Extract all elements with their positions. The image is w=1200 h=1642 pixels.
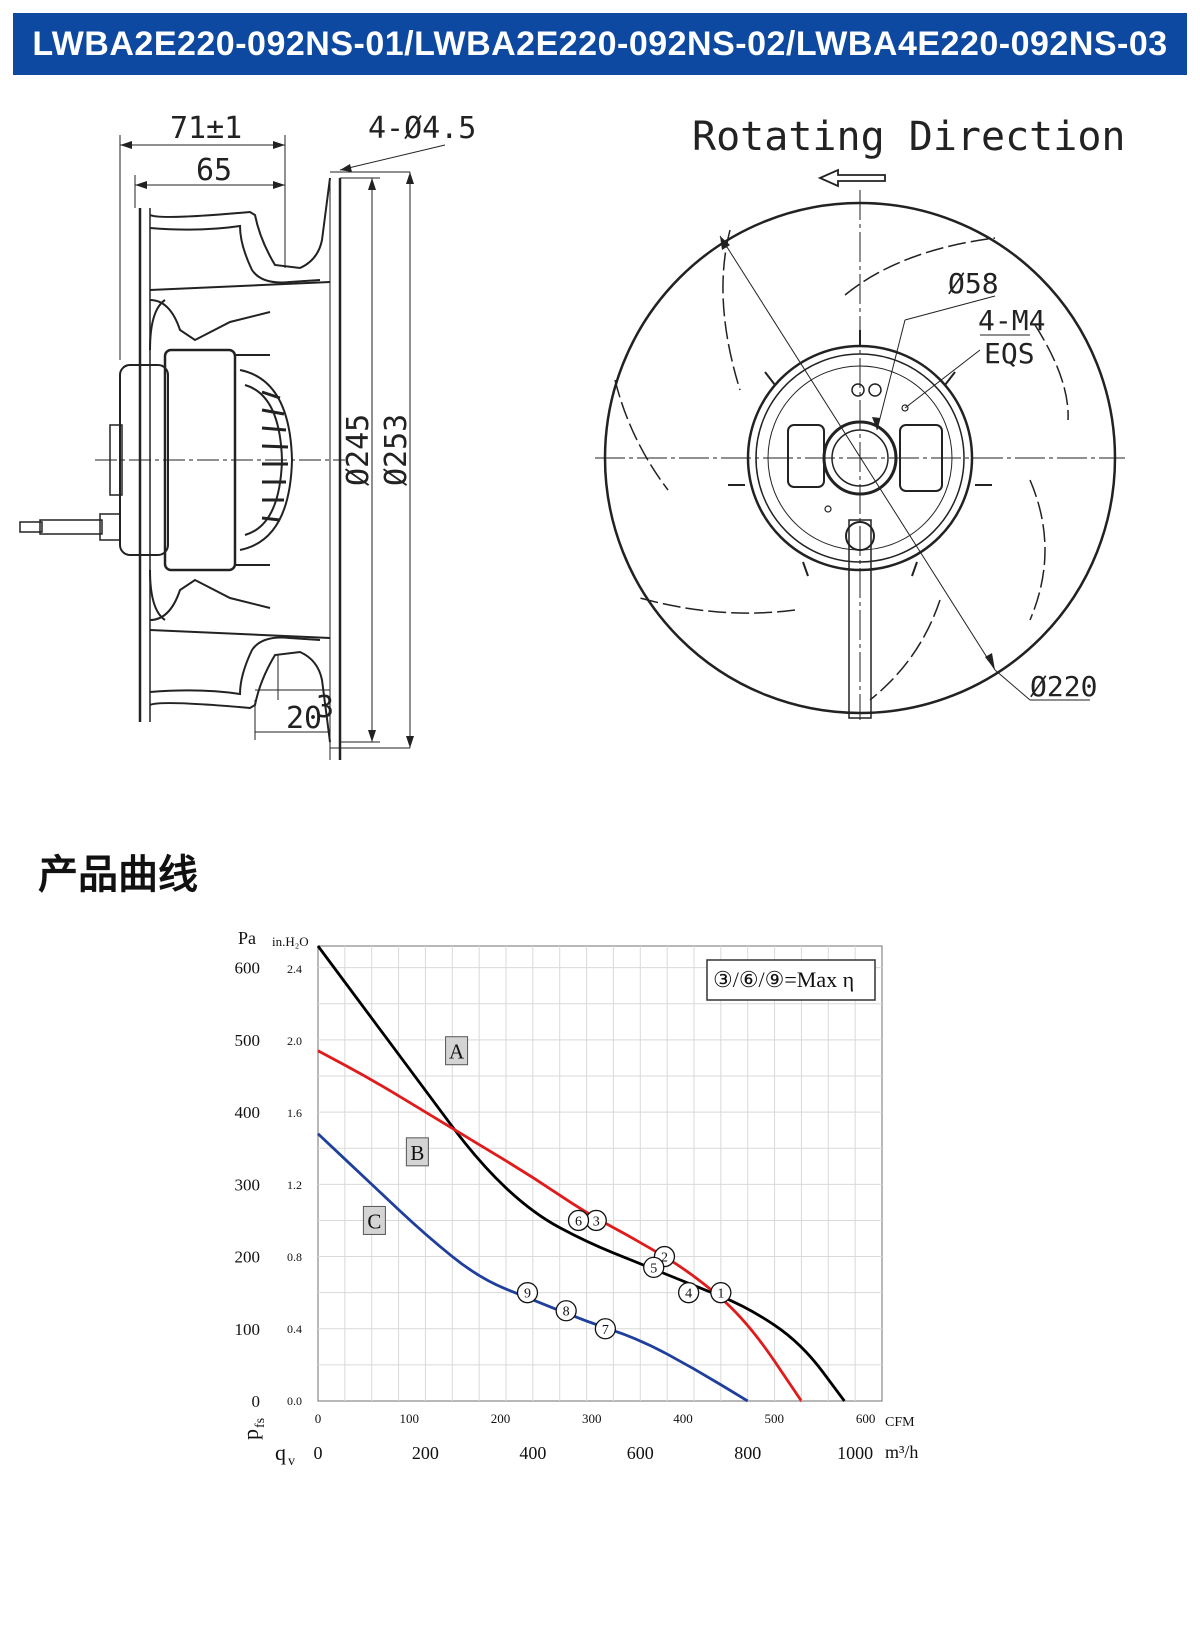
dim-20: 20	[286, 701, 322, 736]
dim-d220: Ø220	[1030, 670, 1097, 703]
pa-tick-label: 600	[235, 959, 261, 978]
operating-point-8	[555, 1300, 577, 1322]
x-top-unit: CFM	[885, 1415, 915, 1430]
cfm-tick-label: 500	[765, 1411, 785, 1426]
y-left-label: Pa	[238, 928, 256, 948]
inh2o-tick-label: 1.6	[287, 1106, 302, 1120]
y-axis-symbol: p	[238, 1429, 263, 1440]
m3h-tick-label: 0	[314, 1443, 323, 1463]
m3h-tick-label: 600	[627, 1443, 654, 1463]
rotating-direction-label: Rotating Direction	[692, 114, 1125, 160]
model-title: LWBA2E220-092NS-01/LWBA2E220-092NS-02/LW…	[32, 24, 1168, 63]
inh2o-tick-label: 2.0	[287, 1034, 302, 1048]
dim-d253: Ø253	[379, 414, 414, 486]
pa-tick-label: 200	[235, 1248, 261, 1267]
m3h-tick-label: 1000	[837, 1443, 873, 1463]
operating-point-6	[567, 1209, 590, 1232]
dim-holes: 4-Ø4.5	[368, 111, 476, 146]
dim-d58: Ø58	[948, 267, 999, 300]
x-bottom-symbol: q	[275, 1440, 286, 1465]
legend-box	[706, 959, 876, 1001]
operating-point-1	[710, 1282, 732, 1304]
cfm-tick-label: 400	[673, 1411, 693, 1426]
series-line-A	[316, 945, 846, 1402]
curve-label-B: B	[410, 1141, 424, 1165]
series-line-B	[317, 1049, 803, 1402]
dim-m4: 4-M4	[978, 304, 1045, 337]
dim-65: 65	[196, 153, 232, 188]
m3h-tick-label: 400	[519, 1443, 546, 1463]
inh2o-tick-label: 1.2	[287, 1178, 302, 1192]
operating-point-label: 7	[602, 1323, 609, 1338]
curve-label-C: C	[367, 1209, 381, 1233]
operating-point-label: 4	[685, 1287, 692, 1302]
m3h-tick-label: 200	[412, 1443, 439, 1463]
cfm-tick-label: 200	[491, 1411, 511, 1426]
pa-tick-label: 400	[235, 1103, 261, 1122]
pa-tick-label: 300	[235, 1175, 261, 1194]
operating-point-7	[594, 1318, 617, 1340]
inh2o-tick-label: 0.0	[287, 1394, 302, 1408]
operating-point-label: 2	[661, 1251, 668, 1266]
cfm-tick-label: 0	[315, 1411, 322, 1426]
dim-eqs: EQS	[984, 337, 1035, 370]
header-bar: LWBA2E220-092NS-01/LWBA2E220-092NS-02/LW…	[13, 13, 1187, 75]
operating-point-label: 5	[650, 1261, 657, 1276]
side-view-drawing: 71±1 65 4-Ø4.5 3 20 Ø245 Ø253	[19, 111, 476, 760]
y-axis-subscript: fs	[253, 1418, 268, 1428]
operating-point-label: 3	[593, 1214, 600, 1229]
cfm-tick-label: 100	[400, 1411, 420, 1426]
operating-point-label: 9	[524, 1287, 531, 1302]
x-bottom-unit: m³/h	[885, 1442, 918, 1462]
chart-ticks-layer: 01002003004005006000.00.40.81.21.62.02.4…	[235, 959, 876, 1463]
pa-tick-label: 0	[252, 1392, 261, 1411]
curve-label-box-C	[362, 1205, 386, 1235]
operating-point-5	[643, 1256, 665, 1279]
inh2o-tick-label: 0.4	[287, 1322, 302, 1336]
pa-tick-label: 500	[235, 1031, 261, 1050]
operating-point-9	[516, 1282, 539, 1304]
curve-label-box-B	[405, 1137, 429, 1167]
operating-point-label: 6	[575, 1214, 582, 1229]
performance-chart: A B C 1 2 3 4 5 6 7 8 9 0 100 200 300 400 500 600 0.0 0.4 0.…	[235, 928, 919, 1469]
legend-note: ③/⑥/⑨=Max η	[713, 967, 854, 992]
inh2o-tick-label: 2.4	[287, 962, 302, 976]
y-right-label: in.H₂O	[272, 934, 309, 949]
operating-point-label: 8	[563, 1305, 570, 1320]
curve-label-A: A	[449, 1040, 465, 1064]
dim-3: 3	[316, 690, 334, 725]
chart-points-layer: A B C 1 2 3 4 5 6 7 8 9	[362, 1036, 732, 1340]
front-view-drawing: Rotating Direction	[595, 114, 1125, 720]
pa-tick-label: 100	[235, 1320, 261, 1339]
cfm-tick-label: 300	[582, 1411, 602, 1426]
cfm-tick-label: 600	[856, 1411, 876, 1426]
dim-d245: Ø245	[341, 414, 376, 486]
inh2o-tick-label: 0.8	[287, 1250, 302, 1264]
operating-point-label: 1	[717, 1287, 724, 1302]
operating-point-4	[677, 1282, 700, 1304]
section-title: 产品曲线	[38, 852, 198, 898]
x-bottom-subscript: v	[288, 1454, 295, 1469]
dim-71: 71±1	[170, 111, 242, 146]
curve-label-box-A	[445, 1036, 469, 1066]
m3h-tick-label: 800	[734, 1443, 761, 1463]
